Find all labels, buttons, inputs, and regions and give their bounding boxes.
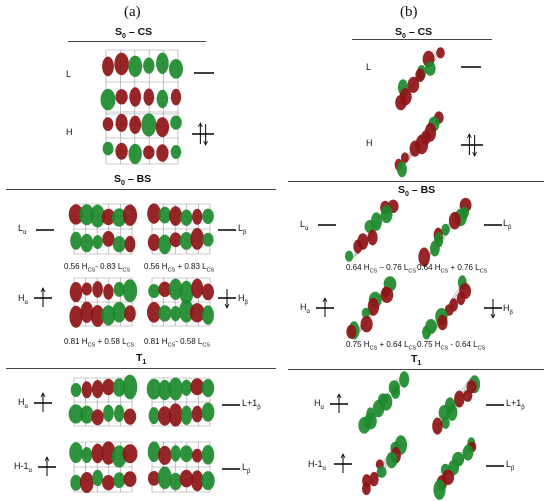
molecule-orbital-h-alpha <box>68 374 138 427</box>
coefficient-label: 0.56 HCS- 0.83 LCS <box>64 262 130 274</box>
molecule-orbital-h-beta <box>422 275 472 340</box>
empty-level-icon <box>318 224 336 226</box>
coefficient-label: 0.64 HCS + 0.76 LCS <box>417 263 488 275</box>
section-rule <box>352 39 492 40</box>
coefficient-label: 0.56 HCS + 0.83 LCS <box>144 262 215 274</box>
orbital-label-H-alpha: Hα <box>18 293 28 306</box>
section-title-s0-bs: S0 – BS <box>114 173 152 188</box>
orbital-label-H1-alpha: H-1α <box>14 461 32 474</box>
empty-level-icon <box>222 404 240 406</box>
molecule-orbital-l-beta <box>433 437 477 500</box>
orbital-label-L: L <box>366 62 372 72</box>
section-title-s0-bs: S0 – BS <box>398 184 436 199</box>
spin-up-level-icon <box>38 456 56 476</box>
empty-level-icon <box>486 404 504 406</box>
molecule-orbital-lumo <box>395 47 445 111</box>
molecule-orbital-l-beta <box>147 441 215 493</box>
section-title-s0-cs: S0 – CS <box>395 26 433 41</box>
orbital-label-H-alpha: Hα <box>300 302 310 315</box>
orbital-label-L1-beta: L+1β <box>242 398 261 411</box>
orbital-label-H-alpha: Hα <box>18 397 28 410</box>
molecule-orbital-l-alpha <box>68 203 138 255</box>
spin-down-level-icon <box>218 289 236 309</box>
section-rule <box>68 41 206 42</box>
spin-up-level-icon <box>316 297 334 317</box>
orbital-label-H-alpha: Hα <box>314 398 324 411</box>
molecule-orbital-homo <box>394 111 444 178</box>
molecule-orbital-lumo <box>100 49 183 115</box>
orbital-label-L-beta: Lβ <box>242 462 251 475</box>
section-rule <box>288 369 544 370</box>
molecule-orbital-h-alpha <box>358 371 410 434</box>
molecule-orbital-h-alpha <box>346 276 397 340</box>
orbital-label-H1-alpha: H-1α <box>308 459 326 472</box>
molecule-orbital-l-alpha <box>345 199 399 262</box>
molecule-orbital-l1-beta <box>146 377 215 427</box>
doubly-occupied-level-icon <box>192 122 214 146</box>
spin-up-level-icon <box>34 287 52 307</box>
orbital-label-H-beta: Hβ <box>503 303 513 316</box>
section-rule <box>6 189 276 190</box>
empty-level-icon <box>486 465 504 467</box>
section-title-t1: T1 <box>136 352 147 367</box>
orbital-label-H: H <box>66 127 73 137</box>
molecule-orbital-l-beta <box>418 197 472 267</box>
empty-level-icon <box>222 468 240 470</box>
panel-a-label: (a) <box>124 4 141 20</box>
orbital-label-L-beta: Lβ <box>503 218 512 231</box>
empty-level-icon <box>461 66 481 68</box>
section-title-t1: T1 <box>411 353 422 368</box>
section-title-s0-cs: S0 – CS <box>115 26 153 41</box>
empty-level-icon <box>36 229 54 231</box>
coefficient-label: 0.75 HCS - 0.64 LCS <box>417 340 486 352</box>
doubly-occupied-level-icon <box>461 133 483 157</box>
molecule-orbital-h-alpha <box>69 277 138 328</box>
panel-b-label: (b) <box>400 4 418 20</box>
molecule-orbital-l-beta <box>147 203 214 255</box>
spin-up-level-icon <box>330 393 348 413</box>
molecule-orbital-h1-alpha <box>362 435 407 496</box>
orbital-label-L-beta: Lβ <box>506 459 515 472</box>
molecule-orbital-homo <box>102 111 182 165</box>
empty-level-icon <box>484 224 502 226</box>
orbital-label-H-beta: Hβ <box>238 293 248 306</box>
orbital-label-L-beta: Lβ <box>238 223 247 236</box>
coefficient-label: 0.64 HCS – 0.76 LCS <box>346 263 416 275</box>
orbital-label-L-alpha: Lα <box>18 223 27 236</box>
orbital-label-H: H <box>366 138 373 148</box>
orbital-label-L: L <box>66 69 72 79</box>
empty-level-icon <box>194 72 214 74</box>
spin-down-level-icon <box>484 299 502 319</box>
molecule-orbital-h-beta <box>147 277 214 327</box>
spin-up-level-icon <box>334 453 352 473</box>
empty-level-icon <box>218 229 236 231</box>
orbital-label-L-alpha: Lα <box>300 219 309 232</box>
coefficient-label: 0.75 HCS + 0.64 LCS <box>346 340 417 352</box>
molecule-orbital-l1-beta <box>432 375 481 435</box>
spin-up-level-icon <box>34 392 52 412</box>
orbital-label-L1-beta: L+1β <box>506 398 525 411</box>
section-rule <box>288 181 544 182</box>
section-rule <box>6 368 276 369</box>
coefficient-label: 0.81 HCS + 0.58 LCS <box>64 337 135 349</box>
coefficient-label: 0.81 HCS- 0.58 LCS <box>144 337 210 349</box>
molecule-orbital-h1-alpha <box>69 441 138 493</box>
